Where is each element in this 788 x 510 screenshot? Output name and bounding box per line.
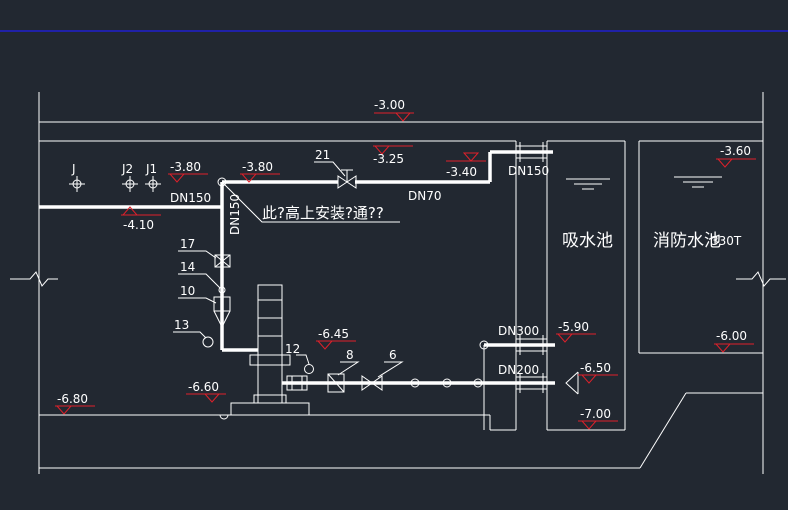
pipe-label-dn150-right: DN150 xyxy=(508,164,549,178)
pipe-label-dn70: DN70 xyxy=(408,189,442,203)
vertical-fire-pump xyxy=(249,284,291,404)
pipe-node-markers xyxy=(217,177,489,388)
elev-e7: -6.45 xyxy=(318,327,349,341)
elev-e2: -3.80 xyxy=(242,160,273,174)
tag-10: 10 xyxy=(180,284,195,298)
suction-tank-label: 吸水池 xyxy=(562,231,613,251)
node-label-j1: J1 xyxy=(145,162,157,176)
elev-top: -3.00 xyxy=(374,98,405,112)
elev-e6: -4.10 xyxy=(123,218,154,232)
flexible-joint-12 xyxy=(286,375,308,391)
piping xyxy=(39,150,555,430)
tag-14: 14 xyxy=(180,260,195,274)
fire-tank-label: 消防水池 xyxy=(653,231,721,251)
elevation-markers xyxy=(55,112,756,430)
structure-outline xyxy=(10,92,786,474)
check-valve-8 xyxy=(327,373,345,393)
tag-13: 13 xyxy=(174,318,189,332)
filter-10 xyxy=(213,296,231,329)
tag-6: 6 xyxy=(389,348,397,362)
node-j-symbol xyxy=(69,176,85,192)
elev-e4: -3.40 xyxy=(446,165,477,179)
gauge-12 xyxy=(304,364,314,374)
elev-e5: -3.60 xyxy=(720,144,751,158)
node-j1-symbol xyxy=(145,176,161,192)
elev-e12: -6.80 xyxy=(57,392,88,406)
installation-question-note: 此?高上安装?通?? xyxy=(262,204,384,222)
tag-17: 17 xyxy=(180,237,195,251)
pipe-label-dn150-vertical: DN150 xyxy=(228,194,242,235)
node-j2-symbol xyxy=(122,176,138,192)
node-label-j2: J2 xyxy=(121,162,133,176)
elev-e1: -3.80 xyxy=(170,160,201,174)
fitting-14 xyxy=(218,286,226,294)
tag-21: 21 xyxy=(315,148,330,162)
tag-leaders xyxy=(173,161,404,378)
elev-e3: -3.25 xyxy=(373,152,404,166)
pipe-label-dn150-horizontal: DN150 xyxy=(170,191,211,205)
elev-e10: -6.00 xyxy=(716,329,747,343)
fitting-17 xyxy=(214,254,231,268)
elev-e9: -6.50 xyxy=(580,361,611,375)
water-level-symbols xyxy=(566,176,722,190)
gauge-13 xyxy=(202,336,214,348)
elev-e8: -5.90 xyxy=(558,320,589,334)
tag-8: 8 xyxy=(346,348,354,362)
fire-tank-capacity: 330T xyxy=(711,234,742,248)
elev-e11: -6.60 xyxy=(188,380,219,394)
node-label-j: J xyxy=(71,162,76,176)
pipe-label-dn200: DN200 xyxy=(498,363,539,377)
gate-valve-21 xyxy=(337,169,357,189)
suction-bell-mouth xyxy=(565,371,579,395)
pipe-label-dn300: DN300 xyxy=(498,324,539,338)
elev-e13: -7.00 xyxy=(580,407,611,421)
tag-12: 12 xyxy=(285,342,300,356)
gate-valve-6 xyxy=(361,375,383,391)
wall-sleeves xyxy=(516,142,547,393)
